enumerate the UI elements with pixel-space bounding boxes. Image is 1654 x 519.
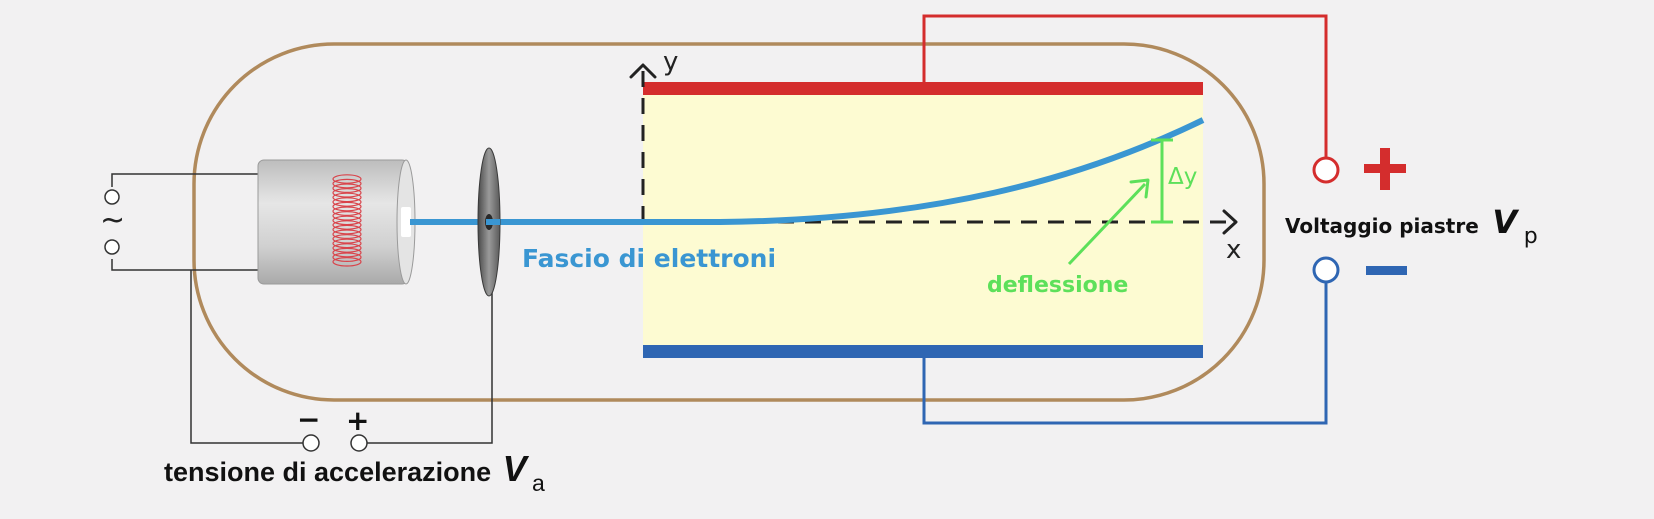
coil-loop <box>332 192 362 203</box>
positive-terminal[interactable] <box>1312 156 1340 184</box>
positive-plate <box>643 82 1203 95</box>
x-axis-arrow <box>1222 209 1238 235</box>
accel-plus-sign: + <box>346 404 369 437</box>
deflection-arrow-head <box>1129 178 1150 199</box>
y-axis-arrow <box>629 63 657 79</box>
beam-label: Fascio di elettroni <box>522 244 776 273</box>
coil-loop <box>332 224 362 235</box>
ac-source-symbol: ~ <box>100 203 125 238</box>
tube-outline <box>192 42 1266 402</box>
minus-sign-bar <box>1366 266 1407 275</box>
coil-loop <box>332 215 362 226</box>
delta-y-label: Δy <box>1168 164 1197 190</box>
accel-voltage-label: tensione di accelerazione V a <box>164 448 545 496</box>
plus-sign-vertical <box>1380 148 1390 190</box>
x-axis-label: x <box>1226 235 1241 265</box>
accel-terminal-minus[interactable] <box>302 434 320 452</box>
cathode-aperture <box>401 207 411 237</box>
accel-wire-cathode <box>190 270 303 444</box>
coil-loop <box>332 211 362 221</box>
accel-wire-anode <box>366 290 493 444</box>
coil-loop <box>332 183 362 193</box>
coil-loop <box>332 220 362 230</box>
coil-loop <box>332 247 362 258</box>
accel-minus-sign: − <box>297 403 320 436</box>
coil-loop <box>332 234 362 244</box>
negative-plate <box>643 345 1203 358</box>
coil-loop <box>332 229 362 239</box>
electron-beam-curve <box>640 117 1205 225</box>
negative-plate-wire <box>922 282 1328 425</box>
coil-loop <box>332 206 362 216</box>
negative-terminal[interactable] <box>1312 256 1340 284</box>
ac-terminal-bottom[interactable] <box>104 239 120 255</box>
coil-loop <box>332 197 362 207</box>
deflection-label: deflessione <box>987 273 1128 298</box>
y-axis-label: y <box>663 47 678 77</box>
plate-voltage-label: Voltaggio piastre V p <box>1285 203 1538 249</box>
coil-loop <box>332 201 362 212</box>
coil-loop <box>332 178 362 189</box>
coil-loop <box>332 252 362 263</box>
coil-loop <box>332 243 362 253</box>
heating-coil <box>332 174 362 267</box>
deflection-arrow-shaft <box>1067 182 1147 266</box>
coil-loop <box>332 174 362 184</box>
positive-plate-wire <box>922 14 1328 158</box>
ac-terminal-top[interactable] <box>104 189 120 205</box>
coil-loop <box>332 188 362 198</box>
accel-terminal-plus[interactable] <box>350 434 368 452</box>
coil-loop <box>332 256 362 267</box>
coil-loop <box>332 238 362 249</box>
